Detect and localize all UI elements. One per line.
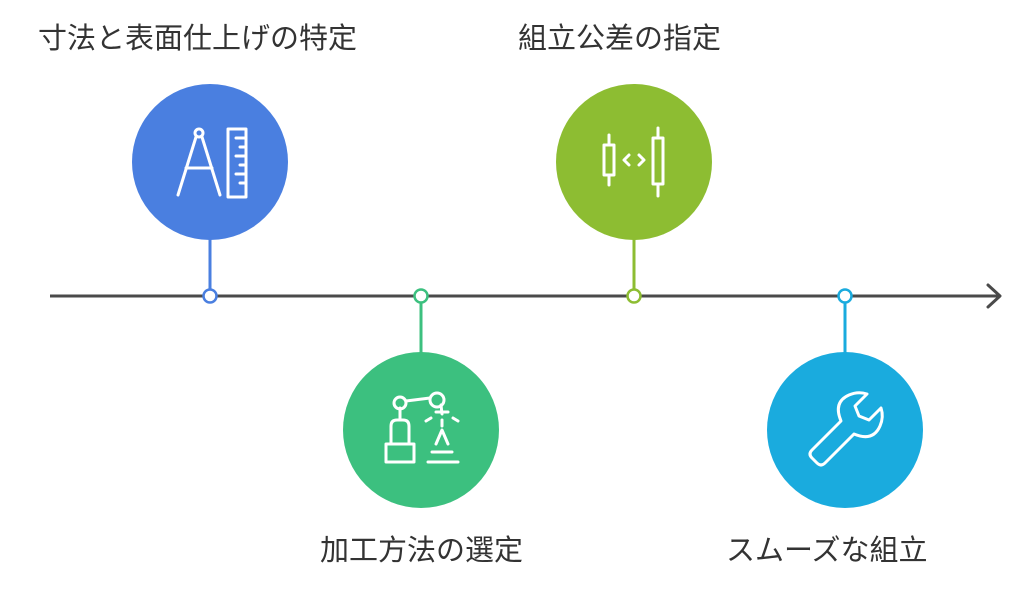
timeline-arrowhead bbox=[986, 283, 1002, 309]
step-4-badge bbox=[767, 352, 923, 508]
step-1 bbox=[132, 84, 288, 304]
step-3-badge bbox=[556, 84, 712, 240]
robotic-arm-icon bbox=[384, 391, 460, 464]
tolerance-icon bbox=[602, 126, 665, 198]
step-2-label: 加工方法の選定 bbox=[320, 533, 524, 567]
step-3-marker bbox=[626, 288, 642, 304]
step-2 bbox=[343, 288, 499, 508]
compass-ruler-icon bbox=[176, 127, 248, 199]
step-4-marker bbox=[837, 288, 853, 304]
step-1-marker bbox=[202, 288, 218, 304]
wrench-icon bbox=[808, 391, 884, 467]
step-3-label: 組立公差の指定 bbox=[518, 21, 722, 55]
step-2-badge bbox=[343, 352, 499, 508]
step-2-marker bbox=[413, 288, 429, 304]
step-4-label: スムーズな組立 bbox=[726, 533, 928, 567]
step-4 bbox=[767, 288, 923, 508]
step-3 bbox=[556, 84, 712, 304]
step-1-label: 寸法と表面仕上げの特定 bbox=[38, 21, 358, 55]
